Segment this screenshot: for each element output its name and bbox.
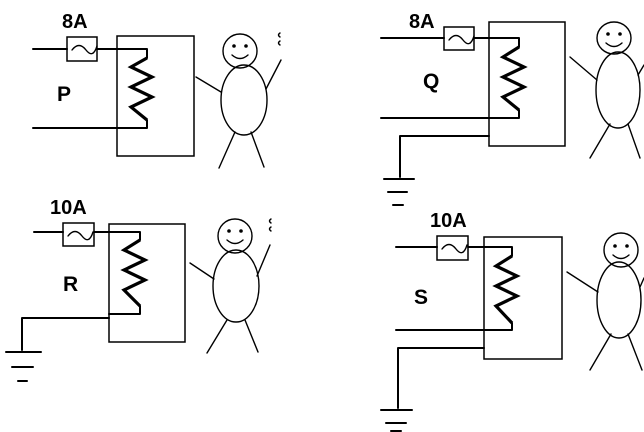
person-icon (195, 33, 282, 169)
circuit-r: 10A R (5, 197, 272, 382)
live-wire (32, 48, 148, 59)
circuit-q: 8A Q (380, 11, 644, 206)
live-wire (33, 231, 141, 241)
fuse-rating-r: 10A (50, 197, 87, 219)
earth-wire (108, 305, 141, 315)
appliance-casing (108, 223, 186, 343)
earth-wire (399, 135, 490, 178)
appliance-casing (488, 21, 566, 147)
live-wire (395, 246, 513, 257)
shock-spark-icon (277, 32, 281, 46)
heating-element-icon (120, 238, 149, 308)
fuse-icon (66, 36, 98, 62)
neutral-wire (32, 119, 148, 129)
circuit-label-r: R (63, 273, 78, 296)
fuse-rating-s: 10A (430, 210, 467, 232)
neutral-wire (21, 317, 110, 351)
heating-element-icon (492, 254, 521, 325)
fuse-icon (62, 222, 95, 247)
circuit-label-p: P (57, 83, 71, 106)
shock-spark-icon (268, 218, 272, 232)
fuse-rating-q: 8A (409, 11, 435, 33)
fuse-icon (436, 235, 469, 261)
circuit-s: 10A S (380, 210, 644, 432)
earth-wire (397, 347, 485, 409)
circuit-label-s: S (414, 286, 428, 309)
heating-element-icon (499, 45, 528, 112)
neutral-wire (395, 322, 513, 331)
person-icon (569, 21, 644, 159)
earth-ground-icon (5, 351, 42, 382)
fuse-icon (443, 26, 475, 51)
person-icon (189, 218, 271, 354)
earth-ground-icon (383, 178, 415, 206)
heating-element-icon (127, 56, 156, 122)
person-icon (566, 232, 644, 371)
appliance-casing (483, 236, 563, 360)
earth-ground-icon (380, 409, 413, 432)
neutral-wire (380, 109, 520, 119)
appliance-casing (116, 35, 195, 157)
circuit-p: 8A P (32, 11, 282, 169)
circuit-label-q: Q (423, 70, 439, 93)
fuse-rating-p: 8A (62, 11, 88, 33)
